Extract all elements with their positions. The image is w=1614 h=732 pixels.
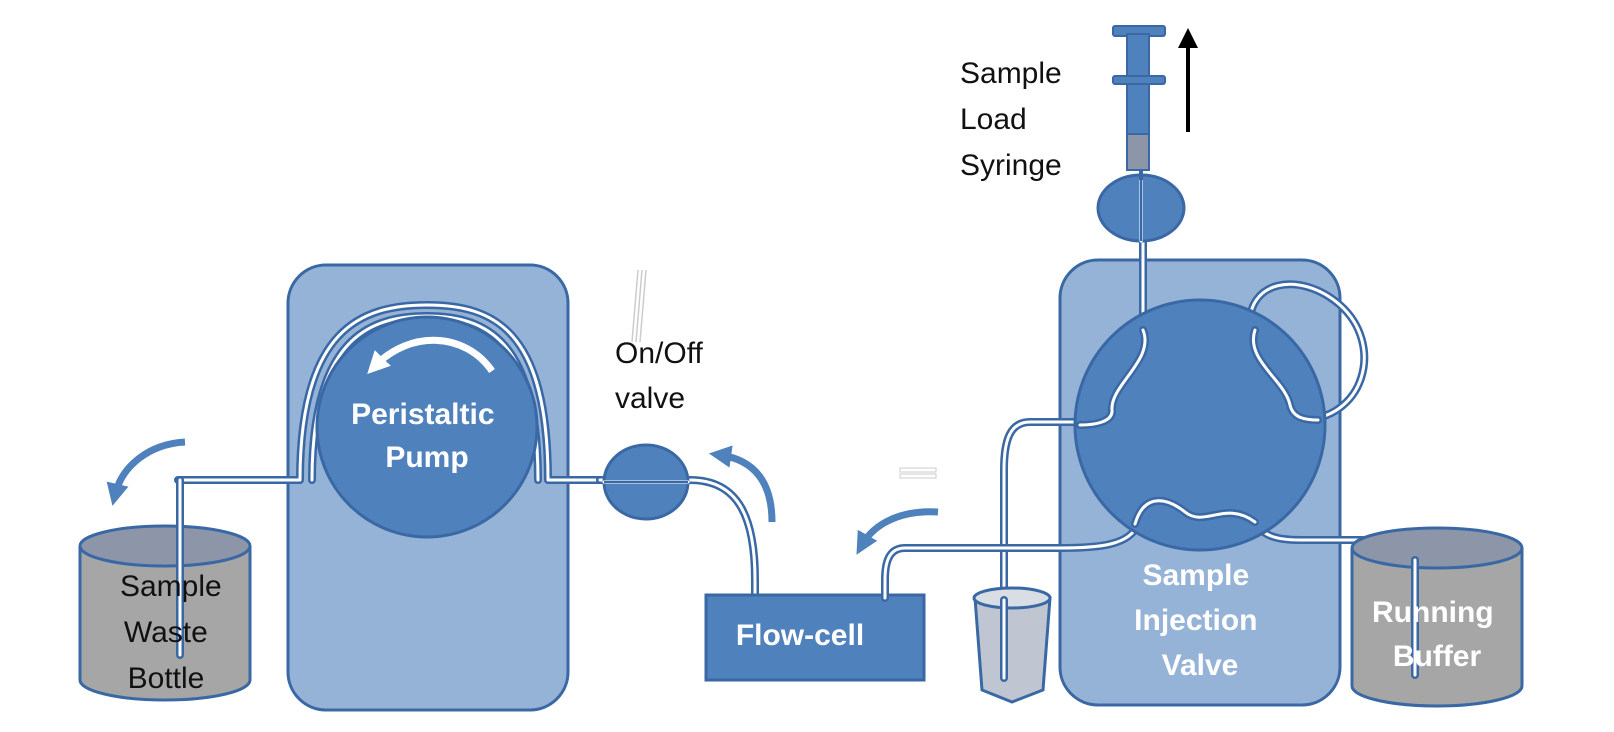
valve-to-flowcell-tube <box>596 476 759 602</box>
sample-load-syringe: Sample Load Syringe <box>960 25 1198 243</box>
sample-cup <box>972 586 1052 704</box>
valve-label: On/Off valve <box>615 337 711 415</box>
pump-label: Peristaltic Pump <box>351 398 503 474</box>
rotation-arrow-icon <box>367 336 495 375</box>
syringe-label: Sample Load Syringe <box>960 57 1070 182</box>
syringe-flange <box>1112 75 1166 85</box>
peristaltic-pump-unit: Peristaltic Pump <box>174 263 609 712</box>
running-buffer-bottle: Running Buffer <box>1350 526 1524 708</box>
small-connector-icon <box>899 467 937 479</box>
on-off-valve: On/Off valve <box>596 269 776 602</box>
flow-cell-label: Flow-cell <box>736 619 864 652</box>
buffer-label: Running Buffer <box>1372 596 1502 673</box>
valve-flow-arrow-icon <box>708 445 776 523</box>
flowcell-flow-arrow-icon <box>856 508 939 555</box>
waste-label: Sample Waste Bottle <box>120 570 230 695</box>
flow-cell-body <box>704 593 926 682</box>
valve-channels <box>1076 326 1322 528</box>
injection-valve-rotor <box>1073 298 1327 552</box>
flow-cell: Flow-cell <box>704 467 939 682</box>
syringe-plunger <box>1126 33 1150 139</box>
valve-switch-icon <box>631 269 647 343</box>
sample-waste-bottle: Sample Waste Bottle <box>78 438 252 702</box>
syringe-barrel <box>1126 133 1150 171</box>
waste-flow-arrow-icon <box>106 438 186 506</box>
sample-injection-valve-unit: Sample Injection Valve <box>881 231 1419 707</box>
injection-label: Sample Injection Valve <box>1134 559 1266 682</box>
